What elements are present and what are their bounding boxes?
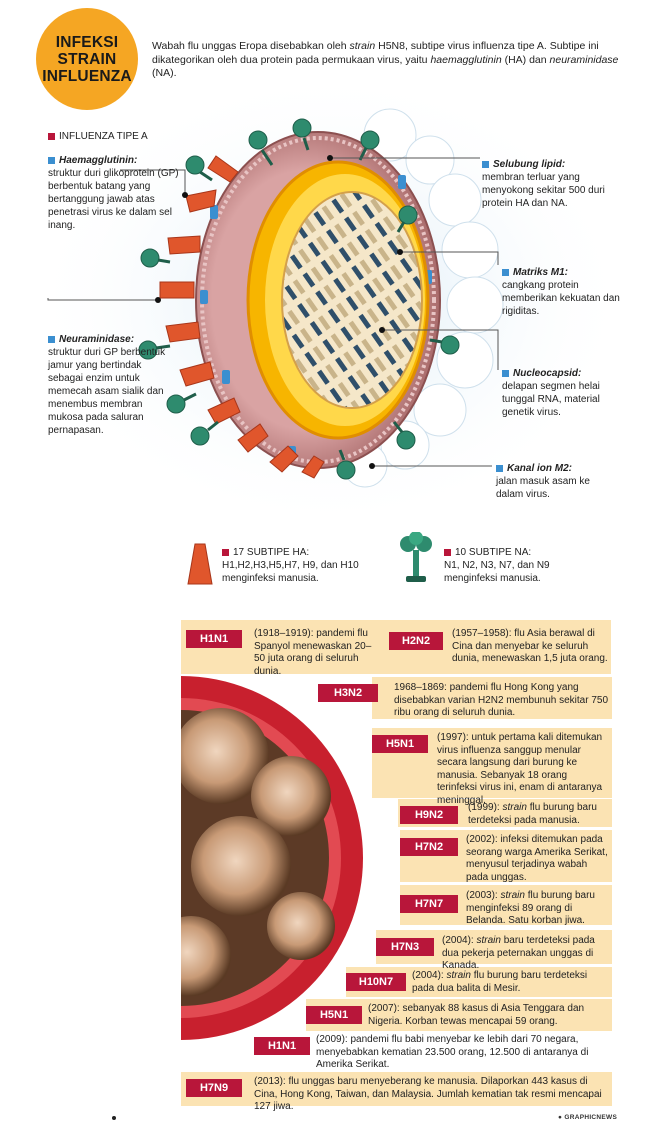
tag-h3n2: H3N2 — [318, 684, 378, 702]
blue-square-icon — [48, 156, 55, 164]
ha-spikes — [159, 155, 325, 479]
ha-legend: 17 SUBTIPE HA:H1,H2,H3,H5,H7, H9, dan H1… — [222, 547, 359, 584]
red-square-icon — [444, 548, 451, 556]
tag-h1n1-2009: H1N1 — [254, 1037, 310, 1055]
timeline-row-bg — [181, 1072, 612, 1106]
bullet-dot — [112, 1116, 116, 1120]
blue-square-icon — [502, 268, 509, 276]
intro-part: (NA). — [152, 67, 177, 79]
na-spikes — [138, 118, 460, 480]
timeline-row-bg — [372, 677, 612, 719]
intro-part-italic: strain — [349, 40, 376, 52]
blue-square-icon — [502, 369, 509, 377]
na-legend: 10 SUBTIPE NA:N1, N2, N3, N7, dan N9 men… — [444, 547, 550, 584]
lipid-annotation: Selubung lipid:membran terluar yang meny… — [482, 159, 605, 209]
leader-lines — [47, 157, 499, 467]
ion-channel-annotation: Kanal ion M2:jalan masuk asam ke dalam v… — [496, 463, 590, 500]
nucleocapsid-annotation: Nucleocapsid:delapan segmen helai tungga… — [502, 368, 600, 418]
cell-membrane-cloud — [342, 108, 504, 488]
tag-h7n2: H7N2 — [400, 838, 458, 856]
timeline-entry: (2003): strain flu burung baru menginfek… — [466, 890, 595, 926]
tag-h9n2: H9N2 — [400, 806, 458, 824]
influenza-a-label: INFLUENZA TIPE A — [48, 130, 148, 143]
ha-spike-icon — [187, 543, 213, 585]
blue-square-icon — [482, 160, 489, 168]
blue-square-icon — [496, 464, 503, 472]
tag-h7n9: H7N9 — [186, 1079, 242, 1097]
timeline-entry: (1957–1958): flu Asia berawal di Cina da… — [452, 628, 608, 664]
matrix-annotation: Matriks M1:cangkang protein memberikan k… — [502, 267, 620, 317]
intro-part-italic: haemagglutinin — [430, 53, 502, 66]
intro-text: Wabah flu unggas Eropa disebabkan oleh s… — [152, 40, 632, 81]
tag-h7n7: H7N7 — [400, 895, 458, 913]
red-square-icon — [222, 548, 229, 556]
timeline-entry: (2013): flu unggas baru menyeberang ke m… — [254, 1076, 602, 1112]
nucleocapsid — [281, 191, 423, 409]
credit: ● GRAPHICNEWS — [558, 1114, 618, 1121]
tag-h1n1: H1N1 — [186, 630, 242, 648]
timeline-entry: (1999): strain flu burung baru terdeteks… — [468, 802, 597, 826]
timeline-entry: (2002): infeksi ditemukan pada seorang w… — [466, 834, 608, 883]
haemagglutinin-annotation: Haemagglutinin:struktur duri glikoprotei… — [48, 155, 179, 231]
tag-h5n1: H5N1 — [372, 735, 428, 753]
timeline-entry: 1968–1869: pandemi flu Hong Kong yang di… — [394, 682, 609, 718]
timeline-entry: (2004): strain baru terdeteksi pada dua … — [442, 935, 595, 971]
micrograph-panel — [181, 676, 363, 1040]
intro-part: Wabah flu unggas Eropa disebabkan oleh — [152, 40, 350, 52]
tag-h5n1-2007: H5N1 — [306, 1006, 362, 1024]
timeline-entry: (1918–1919): pandemi flu Spanyol menewas… — [254, 628, 372, 677]
timeline-entry: (1997): untuk pertama kali ditemukan vir… — [437, 732, 603, 806]
timeline-entry: (2009): pandemi flu babi menyebar ke leb… — [316, 1034, 589, 1070]
intro-part: (HA) dan — [501, 53, 550, 66]
tag-h10n7: H10N7 — [346, 973, 406, 991]
intro-part: H5N8, subtipe virus influenza tipe A. Su… — [152, 40, 599, 66]
neuraminidase-annotation: Neuraminidase:struktur duri GP berbentuk… — [48, 334, 166, 436]
tag-h7n3: H7N3 — [376, 938, 434, 956]
timeline-entry: (2004): strain flu burung baru terdeteks… — [412, 970, 588, 994]
title-badge: INFEKSI STRAIN INFLUENZA — [36, 8, 138, 110]
na-spike-icon — [400, 532, 432, 582]
timeline-entry: (2007): sebanyak 88 kasus di Asia Tengga… — [368, 1003, 585, 1027]
blue-square-icon — [48, 335, 55, 343]
intro-part-italic: neuraminidase — [549, 53, 619, 66]
red-square-icon — [48, 132, 55, 140]
virus-diagram — [30, 70, 630, 530]
tag-h2n2: H2N2 — [389, 632, 443, 650]
page-title: INFEKSI STRAIN INFLUENZA — [42, 33, 132, 85]
